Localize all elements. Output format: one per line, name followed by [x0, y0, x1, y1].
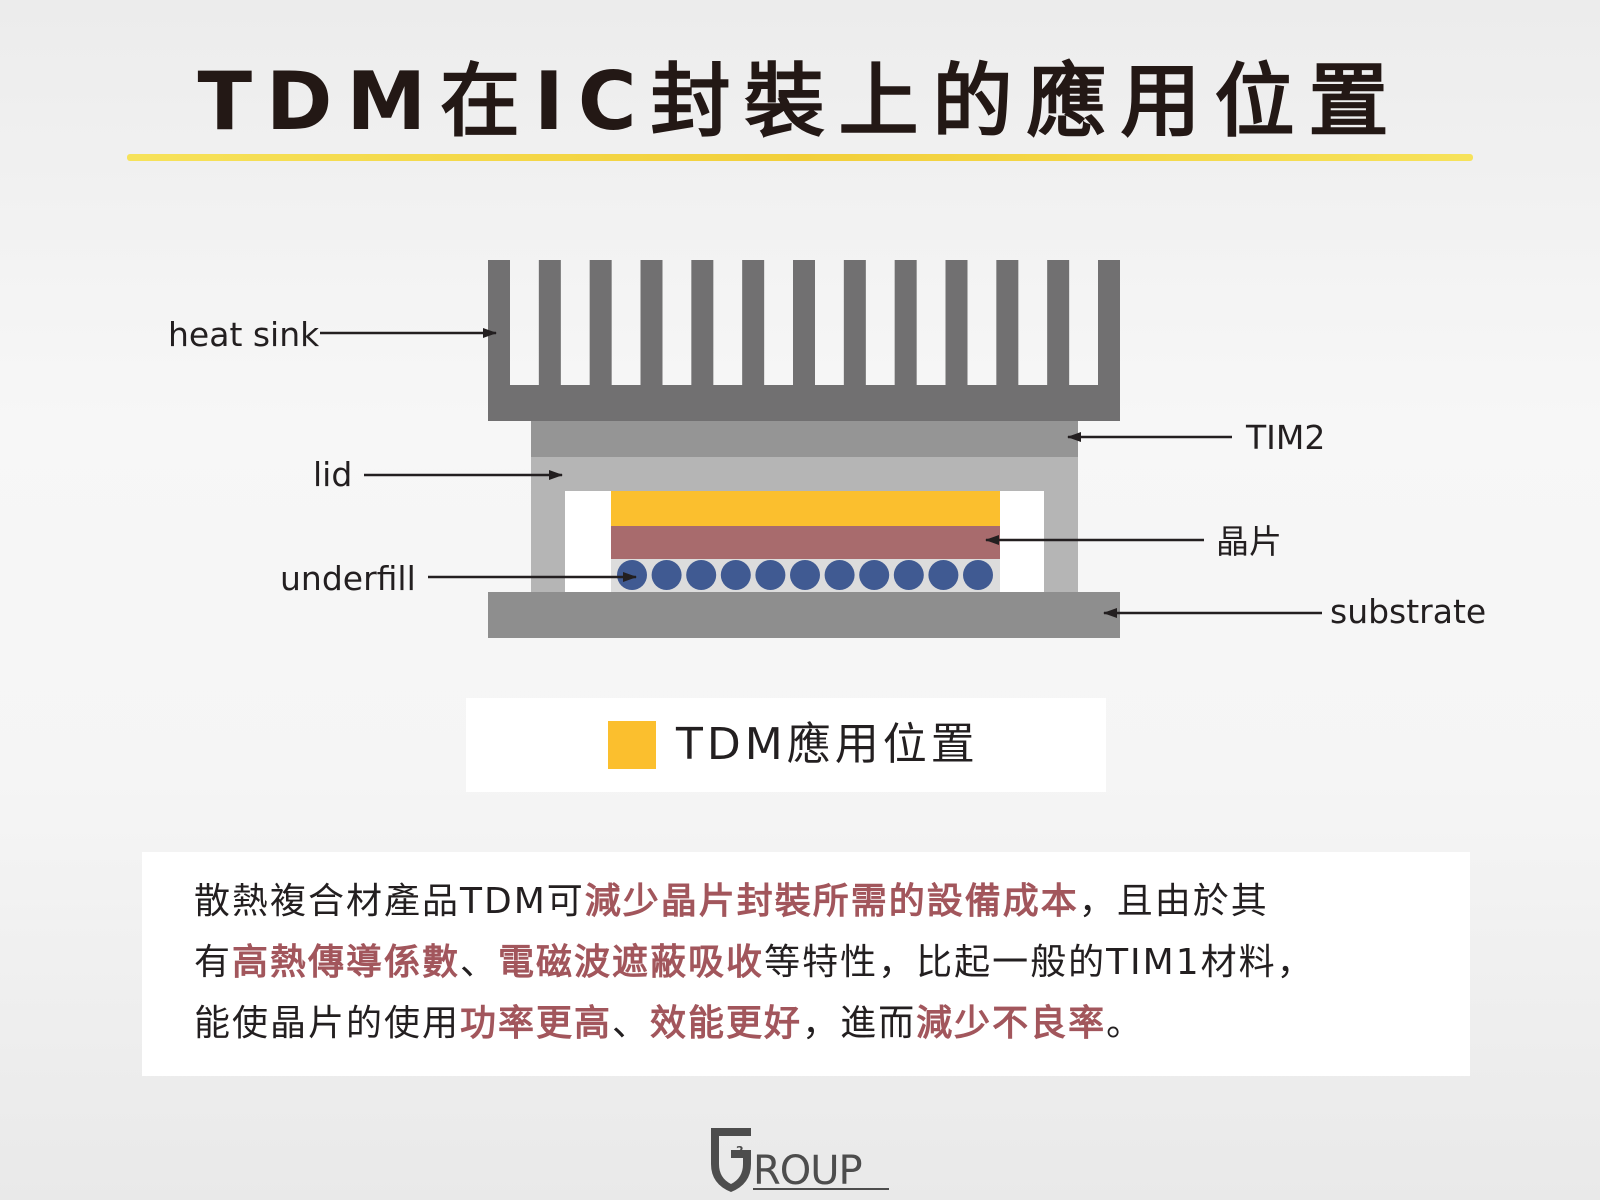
solder-balls: [617, 560, 993, 590]
legend-label: TDM應用位置: [676, 719, 979, 770]
chip-layer: [611, 526, 1000, 559]
heat-sink: [488, 260, 1120, 421]
description-highlight: 功率更高: [460, 1003, 613, 1044]
heat-sink-fin: [488, 260, 510, 385]
solder-ball: [720, 560, 751, 590]
heat-sink-fins: [488, 260, 1120, 385]
page-title: TDM在IC封裝上的應用位置: [197, 55, 1403, 148]
description-highlight: 高熱傳導係數: [232, 942, 461, 983]
lid-top: [531, 457, 1078, 491]
heat-sink-fin: [640, 260, 663, 385]
svg-text:2: 2: [736, 1144, 744, 1157]
heat-sink-fin: [945, 260, 968, 385]
heat-sink-fin: [843, 260, 866, 385]
description-highlight: 效能更好: [650, 1003, 803, 1044]
description-text: 、: [460, 942, 499, 983]
heat-sink-base: [488, 385, 1120, 421]
group-logo: 2 ROUP: [705, 1122, 895, 1194]
description-highlight: 減少晶片封裝所需的設備成本: [584, 881, 1079, 922]
heat-sink-fin: [538, 260, 561, 385]
lid-right-wall: [1044, 491, 1078, 592]
solder-ball: [686, 560, 717, 590]
description-line-1: 散熱複合材產品TDM可減少晶片封裝所需的設備成本，且由於其: [194, 872, 1269, 932]
label-lid: lid: [313, 455, 352, 494]
heat-sink-fin: [894, 260, 917, 385]
tim2-layer: [531, 421, 1078, 457]
heat-sink-fin: [1047, 260, 1070, 385]
description-text: 有: [194, 942, 233, 983]
tdm-layer: [611, 491, 1000, 526]
description-text: 能使晶片的使用: [194, 1003, 461, 1044]
solder-ball: [790, 560, 820, 590]
callout-chip: 晶片: [985, 522, 1282, 561]
callout-heat-sink: heat sink: [168, 315, 497, 354]
solder-ball: [859, 560, 890, 590]
label-tim2: TIM2: [1245, 418, 1325, 457]
callout-tim2: TIM2: [1067, 418, 1325, 457]
solder-ball: [893, 560, 924, 590]
description-highlight: 減少不良率: [916, 1003, 1107, 1044]
legend-swatch-tdm: [608, 721, 656, 769]
solder-ball: [617, 560, 647, 590]
solder-ball: [963, 560, 993, 590]
heat-sink-fin: [793, 260, 815, 385]
title-underline: [127, 154, 1473, 161]
callout-substrate: substrate: [1103, 592, 1486, 631]
description-line-3: 能使晶片的使用功率更高、效能更好，進而減少不良率。: [194, 994, 1144, 1054]
solder-ball: [928, 560, 959, 590]
description-text: 、: [612, 1003, 651, 1044]
callout-underfill: underfill: [280, 559, 637, 598]
heat-sink-fin: [996, 260, 1019, 385]
lid-left-wall: [531, 491, 565, 592]
legend: TDM應用位置: [466, 698, 1106, 792]
description-text: 。: [1106, 1003, 1145, 1044]
label-chip: 晶片: [1216, 522, 1282, 561]
heat-sink-fin: [742, 260, 765, 385]
label-underfill: underfill: [280, 559, 416, 598]
callout-lid: lid: [313, 455, 563, 494]
substrate-layer: [488, 592, 1120, 638]
description-highlight: 電磁波遮蔽吸收: [498, 942, 765, 983]
description-text: 散熱複合材產品TDM可: [194, 881, 585, 922]
solder-ball: [755, 560, 786, 590]
solder-ball: [824, 560, 855, 590]
logo-wordmark: ROUP: [753, 1148, 862, 1194]
heat-sink-fin: [691, 260, 714, 385]
description-text: 等特性，比起一般的TIM1材料，: [764, 942, 1315, 983]
description-box: 散熱複合材產品TDM可減少晶片封裝所需的設備成本，且由於其 有高熱傳導係數、電磁…: [142, 852, 1470, 1076]
heat-sink-fin: [1098, 260, 1120, 385]
description-text: ，且由於其: [1078, 881, 1269, 922]
label-heat-sink: heat sink: [168, 315, 320, 354]
solder-ball: [651, 560, 682, 590]
description-text: ，進而: [802, 1003, 917, 1044]
label-substrate: substrate: [1330, 592, 1486, 631]
g-shield-logo-icon: 2: [711, 1128, 751, 1192]
description-line-2: 有高熱傳導係數、電磁波遮蔽吸收等特性，比起一般的TIM1材料，: [194, 933, 1315, 993]
heat-sink-fin: [589, 260, 612, 385]
